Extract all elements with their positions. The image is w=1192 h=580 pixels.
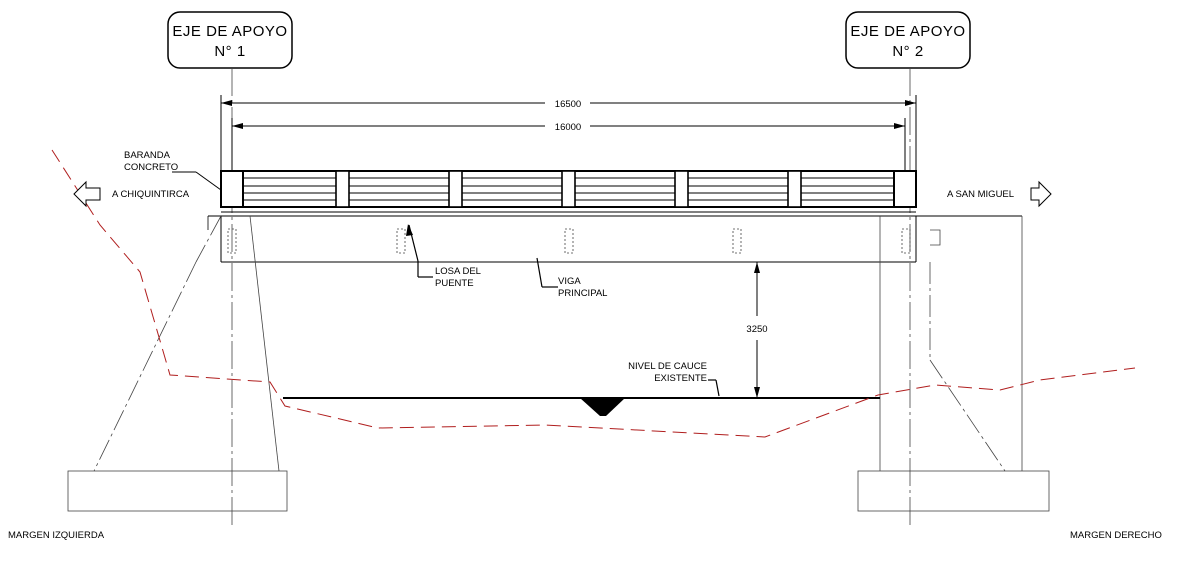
axis-centerlines xyxy=(231,68,911,528)
nivel-leader xyxy=(708,379,720,397)
dimension-total-label: 16500 xyxy=(555,99,581,110)
railing xyxy=(220,170,917,208)
abutment-right xyxy=(857,216,1050,512)
axis-tag-right-line1: EJE DE APOYO xyxy=(850,23,965,40)
nivel-label-2: EXISTENTE xyxy=(654,373,707,384)
baranda-label-2: CONCRETO xyxy=(124,162,178,173)
nivel-label-1: NIVEL DE CAUCE xyxy=(628,361,707,372)
axis-tag-left-line2: N° 1 xyxy=(214,43,245,60)
losa-leader xyxy=(408,224,433,278)
viga-leader xyxy=(536,257,558,288)
axis-tag-right-line2: N° 2 xyxy=(892,43,923,60)
dimension-clearance-label: 3250 xyxy=(746,324,767,335)
deck xyxy=(207,211,1022,263)
losa-label-1: LOSA DEL xyxy=(435,266,481,277)
viga-label-1: VIGA xyxy=(558,276,581,287)
diaphragms xyxy=(227,228,911,254)
to-right-label: A SAN MIGUEL xyxy=(947,189,1014,200)
right-direction-arrow-icon xyxy=(1030,180,1052,208)
to-left-label: A CHIQUINTIRCA xyxy=(112,189,190,200)
dimension-inner-label: 16000 xyxy=(555,122,581,133)
axis-tag-left-line1: EJE DE APOYO xyxy=(172,23,287,40)
margin-left-label: MARGEN IZQUIERDA xyxy=(8,530,105,541)
abutment-left xyxy=(67,215,288,512)
axis-tag-left: EJE DE APOYO N° 1 xyxy=(167,11,293,69)
left-direction-arrow-icon xyxy=(73,180,101,208)
channel-bed xyxy=(283,397,880,416)
baranda-label-1: BARANDA xyxy=(124,150,171,161)
baranda-leader xyxy=(172,171,222,191)
margin-right-label: MARGEN DERECHO xyxy=(1070,530,1162,541)
existing-terrain xyxy=(51,149,1136,438)
losa-label-2: PUENTE xyxy=(435,278,474,289)
viga-label-2: PRINCIPAL xyxy=(558,288,607,299)
dimension-clearance xyxy=(754,262,760,398)
losa-arrow xyxy=(406,224,413,236)
axis-tag-right: EJE DE APOYO N° 2 xyxy=(845,11,971,69)
dimension-inner xyxy=(231,118,906,172)
dimension-total xyxy=(220,95,917,180)
